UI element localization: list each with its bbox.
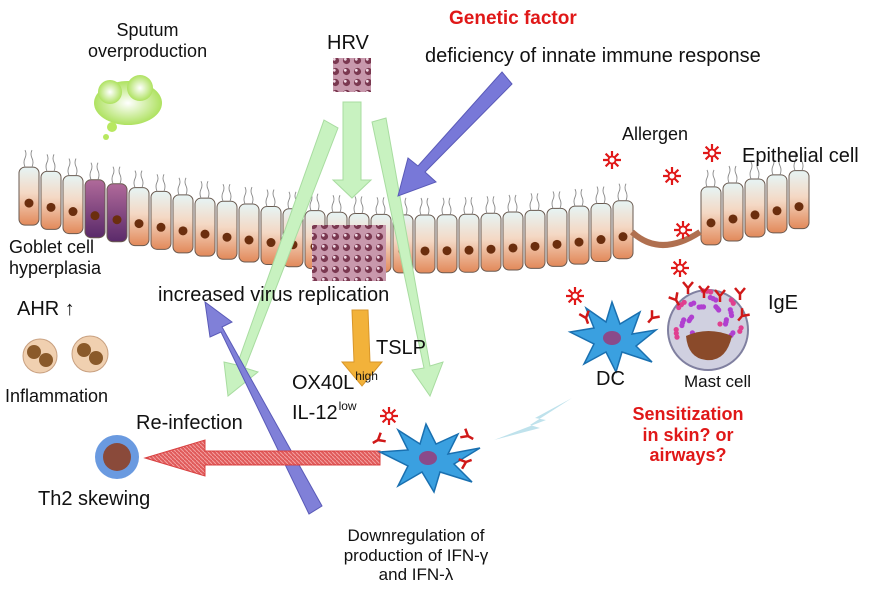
epithelial-cell-icon	[546, 191, 568, 267]
epithelial-cell-icon	[150, 174, 172, 250]
th2-arrow	[143, 439, 381, 477]
epithelial-cell-icon	[722, 165, 744, 242]
allergen-icon	[603, 151, 621, 169]
epithelial-cell-icon	[744, 161, 766, 238]
sputum-cloud-icon	[94, 75, 162, 140]
th2-skewing-label: Th2 skewing	[38, 488, 151, 510]
epithelial-cell-icon	[18, 149, 40, 226]
allergen-icon	[663, 167, 681, 185]
epithelial-cell-icon	[612, 183, 634, 260]
il12-label: IL-12low	[292, 399, 357, 424]
hrv-virus-icon	[333, 58, 371, 92]
epithelial-cell-icon	[700, 169, 722, 246]
deficiency-label: deficiency of innate immune response	[425, 45, 761, 67]
reinfection-label: Re-infection	[136, 412, 243, 434]
downregulation-label: Downregulation of production of IFN-γ an…	[343, 526, 489, 585]
epithelial-cell-icon	[458, 197, 480, 273]
epithelial-cell-icon	[436, 197, 458, 274]
epithelial-cell-icon	[524, 193, 546, 269]
epithelial-cell-icon	[568, 188, 590, 265]
dendritic-cell-right-icon	[567, 299, 659, 375]
virus-replication-icon	[312, 225, 386, 281]
epithelial-cell-icon	[590, 186, 612, 263]
epithelial-cell-icon	[62, 158, 84, 235]
epithelial-cell-icon	[106, 166, 128, 243]
epithelial-cell-icon	[194, 180, 216, 257]
tslp-arrow	[340, 309, 384, 387]
epithelial-cell-icon	[414, 197, 436, 274]
genetic-factor-arrow	[397, 71, 513, 197]
epithelial-cell-icon	[238, 186, 260, 263]
epithelial-cell-icon	[40, 154, 62, 230]
hrv-green-arrows	[223, 101, 444, 398]
ige-antibody-icon	[372, 281, 750, 470]
ahr-label: AHR ↑	[17, 298, 75, 320]
mast-cell-label: Mast cell	[684, 372, 752, 391]
ige-label: IgE	[768, 292, 799, 314]
th2-cell-icon	[95, 435, 139, 479]
dc-label: DC	[596, 368, 625, 390]
allergen-icon	[671, 259, 689, 277]
epithelial-cell-icon	[216, 184, 238, 260]
allergen-icon	[566, 287, 584, 305]
dendritic-cell-icon	[377, 421, 481, 494]
epithelial-cell-icon	[480, 196, 502, 272]
epithelial-cell-icon	[172, 177, 194, 254]
allergen-icon	[380, 407, 398, 425]
sensitization-label: Sensitization in skin? or airways?	[632, 404, 744, 466]
epithelial-cell-icon	[260, 189, 282, 266]
ox40l-label: OX40Lhigh	[292, 369, 378, 394]
tslp-label: TSLP	[376, 337, 427, 359]
epithelial-cell-icon	[84, 162, 106, 239]
epithelial-cell-icon	[766, 157, 788, 234]
allergen-group	[380, 144, 721, 425]
allergen-label: Allergen	[622, 124, 689, 144]
mast-cell-icon	[667, 288, 749, 371]
allergen-icon	[674, 221, 692, 239]
epithelial-cell-icon	[502, 194, 524, 271]
genetic-factor-label: Genetic factor	[449, 8, 577, 29]
inflammation-label: Inflammation	[5, 386, 109, 406]
epithelial-cell-icon	[128, 170, 150, 247]
epithelial-cell-label: Epithelial cell	[742, 145, 859, 167]
virus-replication-label: increased virus replication	[158, 284, 390, 306]
epithelial-cell-icon	[788, 153, 810, 230]
signal-lightning-icon	[494, 398, 572, 440]
hrv-label: HRV	[327, 32, 369, 54]
allergen-icon	[703, 144, 721, 162]
inflammatory-cell-icon	[22, 335, 109, 374]
